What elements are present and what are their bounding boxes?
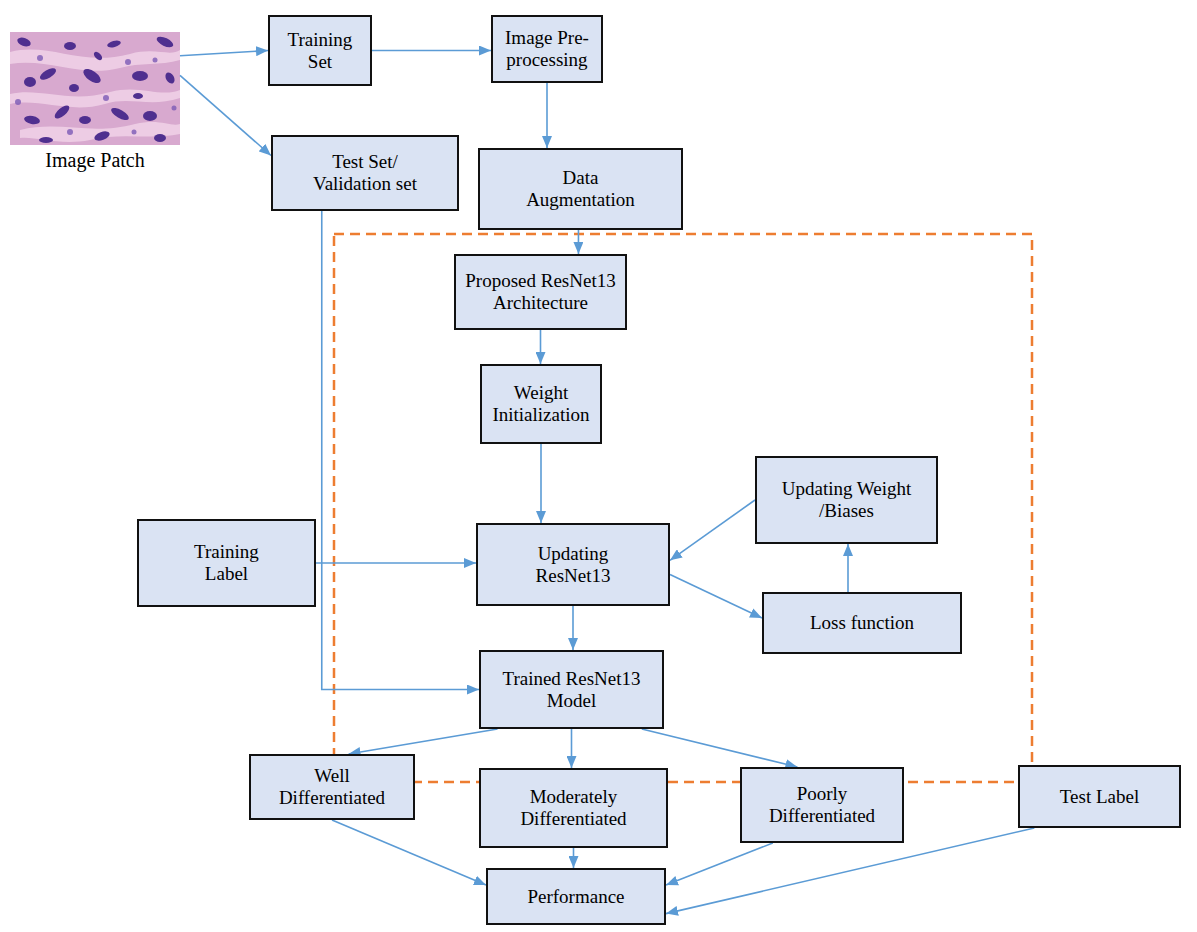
box-label: Image Pre- processing	[500, 27, 595, 71]
box-label: Test Label	[1060, 786, 1139, 808]
process-box: Weight Initialization	[480, 364, 602, 444]
nucleus	[81, 66, 103, 86]
flow-arrow	[571, 729, 573, 768]
flow-arrow	[372, 50, 491, 52]
box-label: Test Set/ Validation set	[295, 151, 435, 195]
nucleus	[39, 137, 53, 143]
nucleus	[154, 134, 166, 142]
flow-arrow	[572, 606, 574, 650]
process-box: Performance	[486, 868, 666, 925]
nucleus	[103, 95, 109, 101]
nucleus	[23, 115, 40, 126]
box-label: Moderately Differentiated	[504, 786, 644, 830]
process-box: Training Label	[137, 519, 316, 607]
nucleus	[69, 84, 79, 92]
flow-arrow	[666, 843, 773, 885]
box-label: Updating Weight /Biases	[772, 478, 922, 522]
flow-arrow	[316, 562, 476, 564]
flow-arrow	[540, 330, 542, 364]
small-nuclei	[15, 55, 177, 135]
nucleus	[79, 116, 91, 124]
nucleus	[64, 42, 76, 50]
box-label: Loss function	[810, 612, 914, 634]
nucleus	[24, 77, 36, 87]
box-label: Performance	[527, 886, 624, 908]
process-box: Updating Weight /Biases	[755, 456, 938, 544]
process-box: Trained ResNet13 Model	[479, 650, 664, 729]
dashed-region	[334, 234, 1032, 782]
nucleus	[37, 55, 43, 61]
process-box: Data Augmentation	[478, 148, 683, 230]
box-label: Training Set	[280, 29, 360, 73]
box-label: Training Label	[177, 541, 277, 585]
flow-arrow	[540, 444, 542, 523]
nucleus	[16, 36, 32, 48]
tissue-image	[10, 32, 180, 145]
nucleus	[109, 106, 130, 123]
nucleus	[125, 59, 131, 65]
nucleus	[93, 130, 111, 143]
process-box: Updating ResNet13	[476, 523, 670, 606]
stroma-streaks	[10, 50, 180, 142]
flow-arrow	[180, 51, 268, 56]
process-box: Proposed ResNet13 Architecture	[454, 254, 627, 330]
box-label: Proposed ResNet13 Architecture	[462, 270, 619, 314]
box-label: Data Augmentation	[516, 167, 646, 211]
box-label: Poorly Differentiated	[757, 783, 887, 827]
process-box: Image Pre- processing	[491, 15, 603, 83]
flow-arrow	[847, 544, 849, 592]
nucleus	[132, 130, 137, 135]
nucleus	[172, 106, 177, 111]
nucleus	[155, 35, 175, 50]
box-label: Trained ResNet13 Model	[497, 668, 647, 712]
flow-arrow	[180, 75, 271, 155]
nucleus	[15, 99, 21, 105]
flow-arrow	[546, 83, 548, 148]
nucleus	[53, 103, 72, 121]
stroma-streak	[10, 50, 180, 71]
process-box: Well Differentiated	[249, 754, 415, 820]
nucleus	[164, 71, 177, 85]
process-box: Test Set/ Validation set	[271, 135, 459, 211]
nucleus	[143, 111, 157, 121]
tissue-ground	[10, 32, 180, 145]
cell-nuclei	[16, 35, 176, 143]
box-label: Updating ResNet13	[513, 543, 633, 587]
flow-arrow	[573, 848, 575, 868]
process-box: Test Label	[1018, 765, 1181, 828]
nucleus	[67, 129, 73, 135]
nucleus	[132, 71, 148, 81]
nucleus	[106, 39, 121, 48]
flow-arrow	[670, 500, 755, 560]
process-box: Moderately Differentiated	[479, 768, 668, 848]
nucleus	[92, 50, 103, 61]
nucleus	[153, 58, 158, 63]
flow-arrow	[332, 820, 486, 885]
box-label: Weight Initialization	[488, 382, 594, 426]
flow-arrow	[670, 574, 762, 618]
box-label: Well Differentiated	[262, 765, 402, 809]
flow-arrow	[642, 729, 798, 767]
nucleus	[133, 93, 143, 99]
image-caption: Image Patch	[45, 149, 144, 172]
process-box: Poorly Differentiated	[740, 767, 904, 843]
flow-arrow	[578, 230, 580, 254]
flow-arrow	[349, 729, 498, 754]
stroma-streak	[10, 89, 180, 107]
process-box: Loss function	[762, 592, 962, 654]
nucleus	[38, 66, 58, 82]
image-patch: Image Patch	[10, 32, 180, 172]
process-box: Training Set	[268, 15, 372, 86]
